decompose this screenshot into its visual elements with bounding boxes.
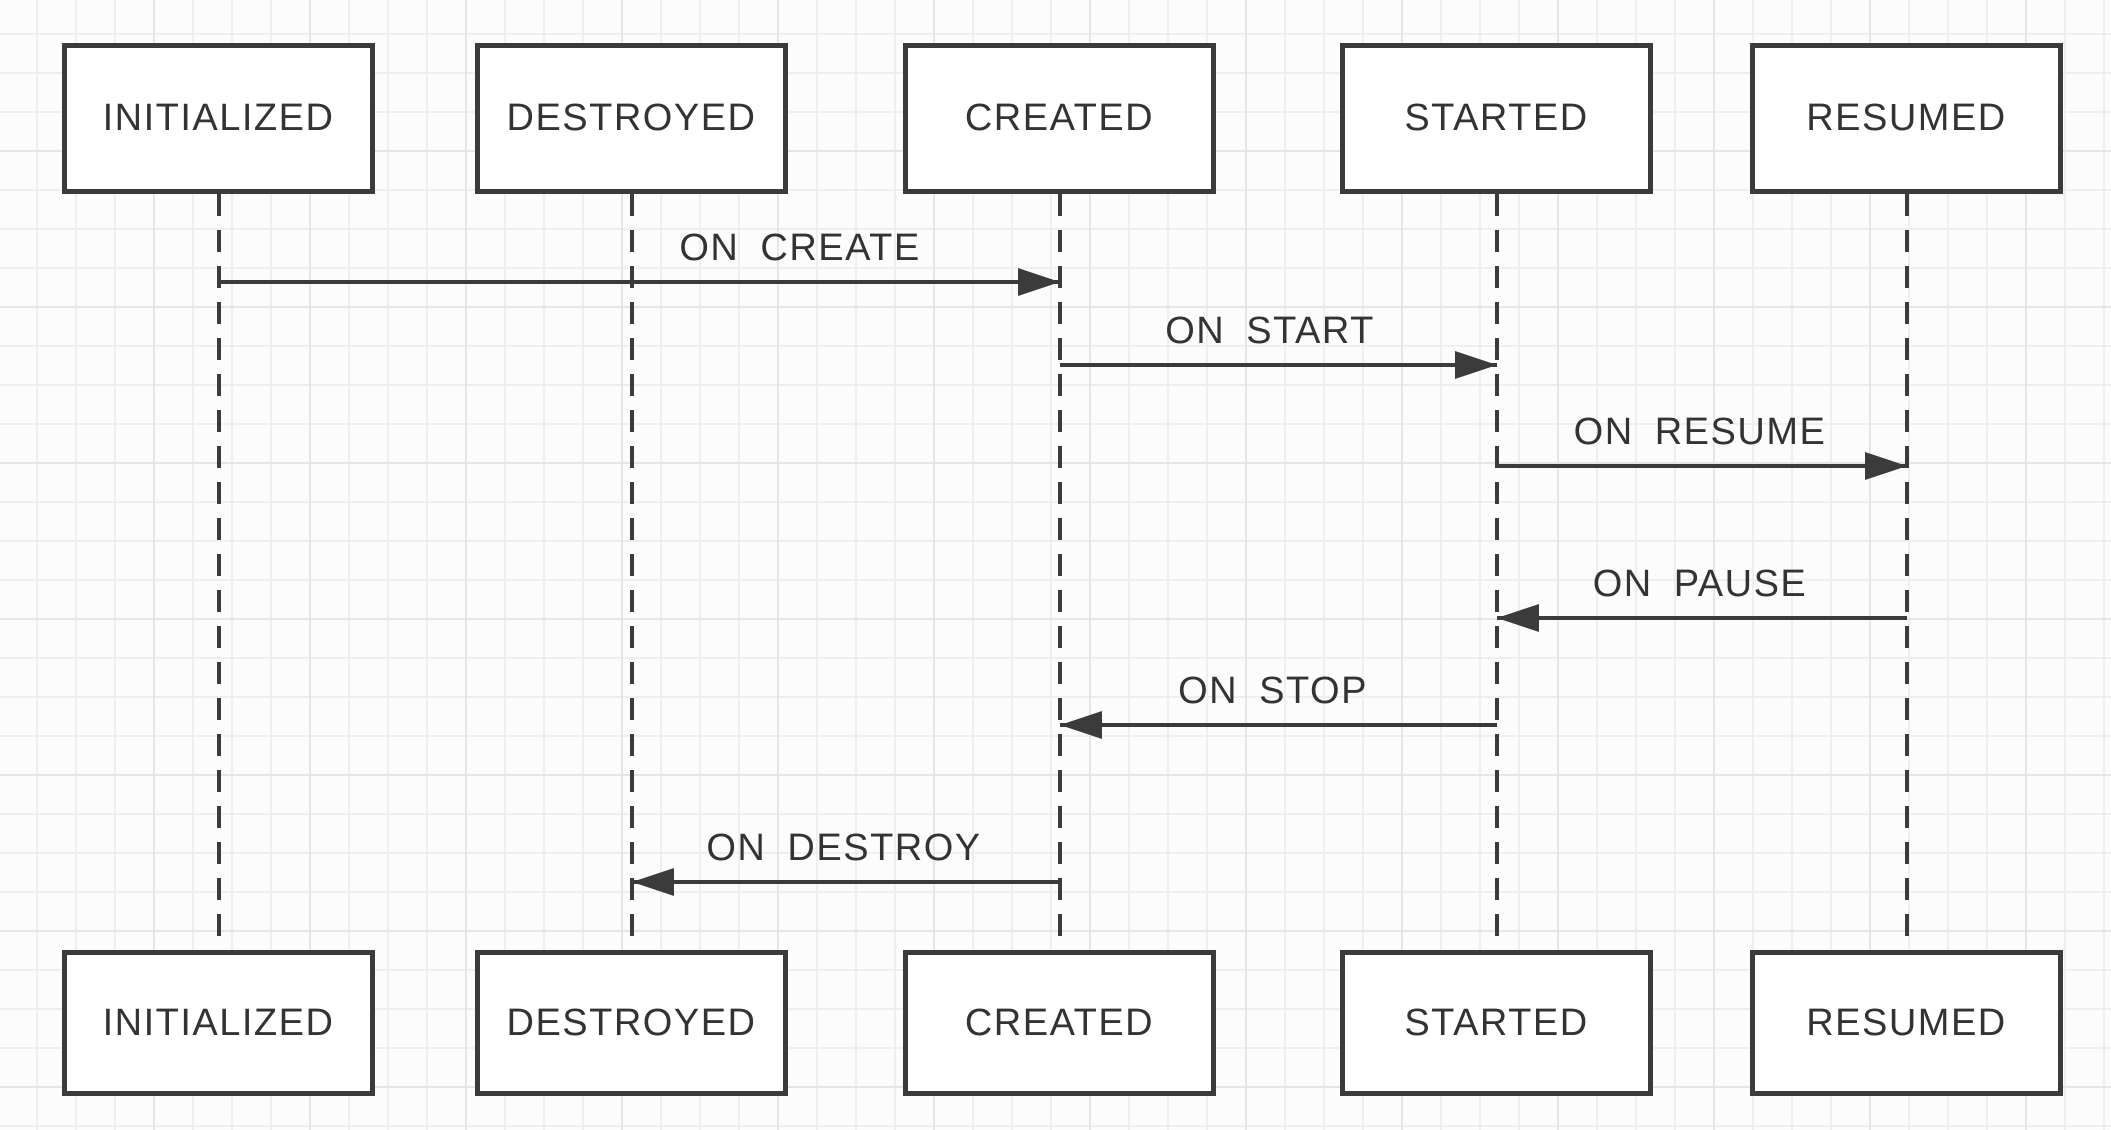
arrow-line bbox=[1060, 363, 1497, 367]
message-label: ON RESUME bbox=[1573, 411, 1827, 453]
state-box-resumed-top: RESUMED bbox=[1750, 43, 2063, 194]
state-box-label: CREATED bbox=[964, 1001, 1155, 1044]
state-box-label: RESUMED bbox=[1806, 1001, 2007, 1044]
state-box-label: STARTED bbox=[1404, 1001, 1589, 1044]
arrowhead-left-icon bbox=[632, 868, 674, 896]
state-box-label: INITIALIZED bbox=[102, 1001, 335, 1044]
state-box-label: INITIALIZED bbox=[102, 97, 335, 139]
state-box-destroyed-bottom: DESTROYED bbox=[475, 950, 788, 1096]
state-box-created-bottom: CREATED bbox=[903, 950, 1216, 1096]
arrowhead-right-icon bbox=[1018, 268, 1060, 296]
arrowhead-left-icon bbox=[1497, 604, 1539, 632]
arrow-line bbox=[1497, 464, 1907, 468]
state-box-started-top: STARTED bbox=[1340, 43, 1653, 194]
arrow-line bbox=[219, 280, 1060, 284]
arrow-line bbox=[632, 880, 1060, 884]
arrowhead-right-icon bbox=[1455, 351, 1497, 379]
message-label: ON CREATE bbox=[679, 227, 921, 269]
state-box-resumed-bottom: RESUMED bbox=[1750, 950, 2063, 1096]
state-box-created-top: CREATED bbox=[903, 43, 1216, 194]
message-label: ON START bbox=[1165, 310, 1375, 352]
state-box-initialized-top: INITIALIZED bbox=[62, 43, 375, 194]
lifeline-created bbox=[1058, 194, 1062, 950]
message-label: ON DESTROY bbox=[706, 827, 982, 869]
arrowhead-right-icon bbox=[1865, 452, 1907, 480]
message-label: ON STOP bbox=[1178, 670, 1368, 712]
state-box-label: RESUMED bbox=[1806, 97, 2007, 139]
state-box-started-bottom: STARTED bbox=[1340, 950, 1653, 1096]
state-box-label: STARTED bbox=[1404, 97, 1589, 139]
arrow-line bbox=[1060, 723, 1497, 727]
state-box-destroyed-top: DESTROYED bbox=[475, 43, 788, 194]
lifeline-resumed bbox=[1905, 194, 1909, 950]
state-box-initialized-bottom: INITIALIZED bbox=[62, 950, 375, 1096]
state-box-label: DESTROYED bbox=[506, 1001, 757, 1044]
state-box-label: CREATED bbox=[964, 97, 1155, 139]
lifeline-initialized bbox=[217, 194, 221, 950]
arrowhead-left-icon bbox=[1060, 711, 1102, 739]
message-label: ON PAUSE bbox=[1592, 563, 1808, 605]
lifeline-destroyed bbox=[630, 194, 634, 950]
arrow-line bbox=[1497, 616, 1907, 620]
lifeline-started bbox=[1495, 194, 1499, 950]
state-box-label: DESTROYED bbox=[506, 97, 757, 139]
